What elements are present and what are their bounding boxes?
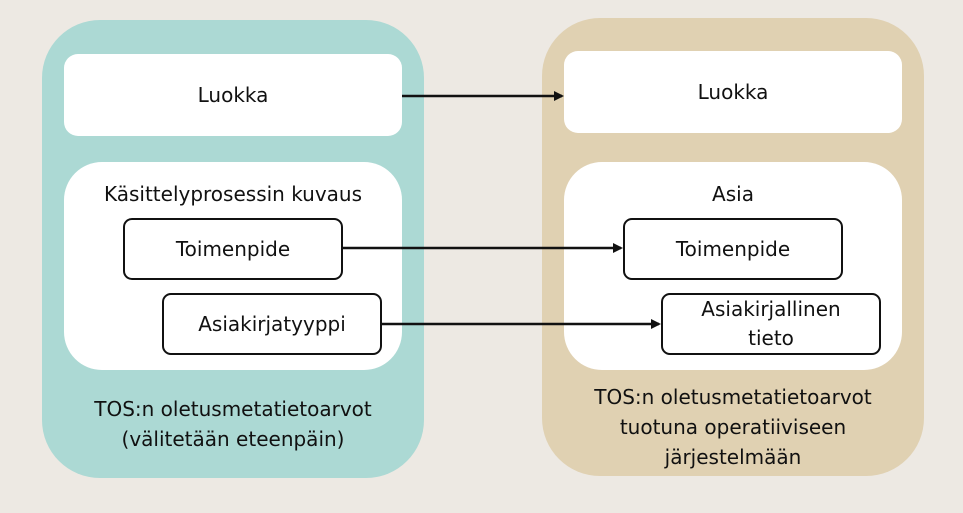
target-action-box: Toimenpide (623, 218, 843, 280)
source-process-title: Käsittelyprosessin kuvaus (103, 182, 363, 206)
target-class-box: Luokka (564, 51, 902, 133)
source-action-label: Toimenpide (175, 236, 291, 261)
target-document-info-line: Asiakirjallinen (701, 297, 841, 321)
source-caption-line: TOS:n oletusmetatietoarvot (94, 397, 372, 421)
source-class-label: Luokka (197, 83, 269, 107)
source-caption: TOS:n oletusmetatietoarvot (välitetään e… (64, 394, 402, 454)
target-caption-line: tuotuna operatiiviseen (619, 415, 847, 439)
target-caption-line: järjestelmään (664, 445, 802, 469)
target-caption-line: TOS:n oletusmetatietoarvot (594, 385, 872, 409)
target-class-label: Luokka (697, 80, 769, 104)
target-caption: TOS:n oletusmetatietoarvot tuotuna opera… (564, 382, 902, 472)
target-document-info-box: Asiakirjallinen tieto (661, 293, 881, 355)
source-action-box: Toimenpide (123, 218, 343, 280)
target-case-title: Asia (712, 182, 754, 206)
target-action-label: Toimenpide (675, 236, 791, 261)
source-doctype-label: Asiakirjatyyppi (198, 311, 346, 336)
source-caption-line: (välitetään eteenpäin) (121, 427, 345, 451)
source-doctype-box: Asiakirjatyyppi (162, 293, 382, 355)
source-class-box: Luokka (64, 54, 402, 136)
target-document-info-line: tieto (748, 326, 794, 350)
